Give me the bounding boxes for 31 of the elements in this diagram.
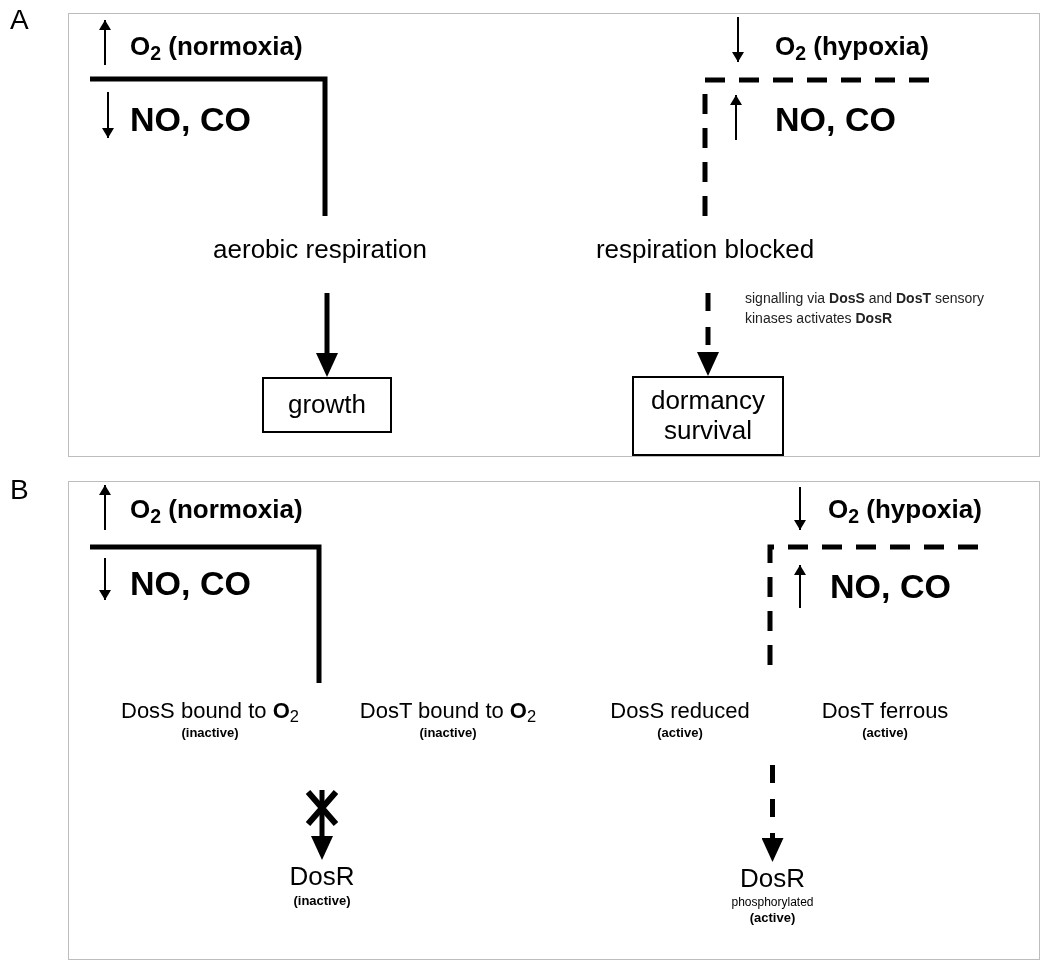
node-label: aerobic respiration [213,233,427,266]
outcome-box: dormancy survival [632,376,784,456]
gas-label: NO, CO [830,566,951,607]
node-label: DosT bound to O$_{2}$ [359,697,537,725]
node-label: DosS reduced [610,697,750,725]
gas-label: NO, CO [130,563,251,604]
gas-label: NO, CO [130,99,251,140]
state-label: (inactive) [419,724,477,741]
state-label: (active) [749,909,796,926]
panel-letter: B [10,476,29,504]
panel-letter: A [10,6,29,34]
state-label: (active) [862,724,908,741]
arrow [316,293,338,377]
gas-label: NO, CO [775,99,896,140]
gas-label: O$_{2}$ (normoxia) [130,493,303,526]
state-label: (inactive) [181,724,239,741]
arrow [761,765,784,862]
state-label: phosphorylated [731,894,814,910]
arrow [305,789,339,860]
gas-label: O$_{2}$ (hypoxia) [775,30,929,63]
node-label: respiration blocked [595,233,815,266]
node-label: DosR [740,862,805,895]
state-label: (active) [657,724,703,741]
state-label: (inactive) [293,892,351,909]
node-label: DosR [289,860,355,893]
gas-label: O$_{2}$ (normoxia) [130,30,303,63]
node-label: DosS bound to O$_{2}$ [121,697,299,725]
arrow [697,293,719,376]
node-label: DosT ferrous [821,697,949,725]
gas-label: O$_{2}$ (hypoxia) [828,493,982,526]
outcome-box: growth [262,377,392,433]
